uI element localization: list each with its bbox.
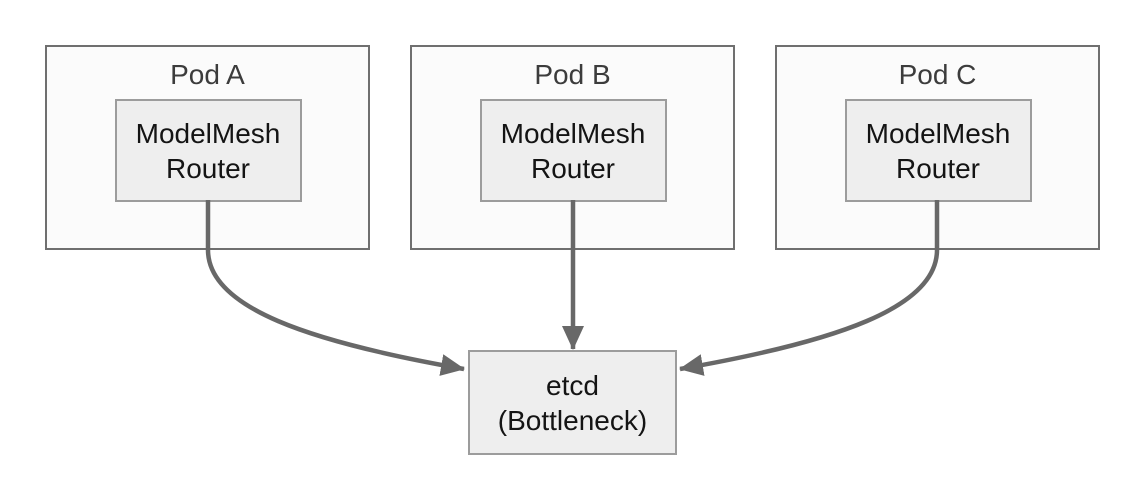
pod-a-box: Pod A ModelMesh Router	[45, 45, 370, 250]
pod-c-label: Pod C	[898, 59, 977, 90]
etcd-box: etcd (Bottleneck)	[468, 350, 677, 455]
router-label-line2: Router	[530, 152, 616, 184]
pod-c-modelmesh-router-box: ModelMesh Router	[844, 99, 1032, 202]
pod-b-box: Pod B ModelMesh Router	[410, 45, 735, 250]
etcd-label-line1: etcd	[546, 369, 599, 401]
pod-a-modelmesh-router-box: ModelMesh Router	[114, 99, 302, 202]
pod-b-label: Pod B	[534, 59, 611, 90]
pod-a-label: Pod A	[170, 59, 245, 90]
router-label-line1: ModelMesh	[135, 117, 281, 149]
router-label-line1: ModelMesh	[865, 117, 1011, 149]
pod-c-box: Pod C ModelMesh Router	[775, 45, 1100, 250]
router-label-line2: Router	[165, 152, 251, 184]
router-label-line2: Router	[895, 152, 981, 184]
pod-b-modelmesh-router-box: ModelMesh Router	[479, 99, 667, 202]
etcd-label-line2: (Bottleneck)	[497, 404, 648, 436]
router-label-line1: ModelMesh	[500, 117, 646, 149]
